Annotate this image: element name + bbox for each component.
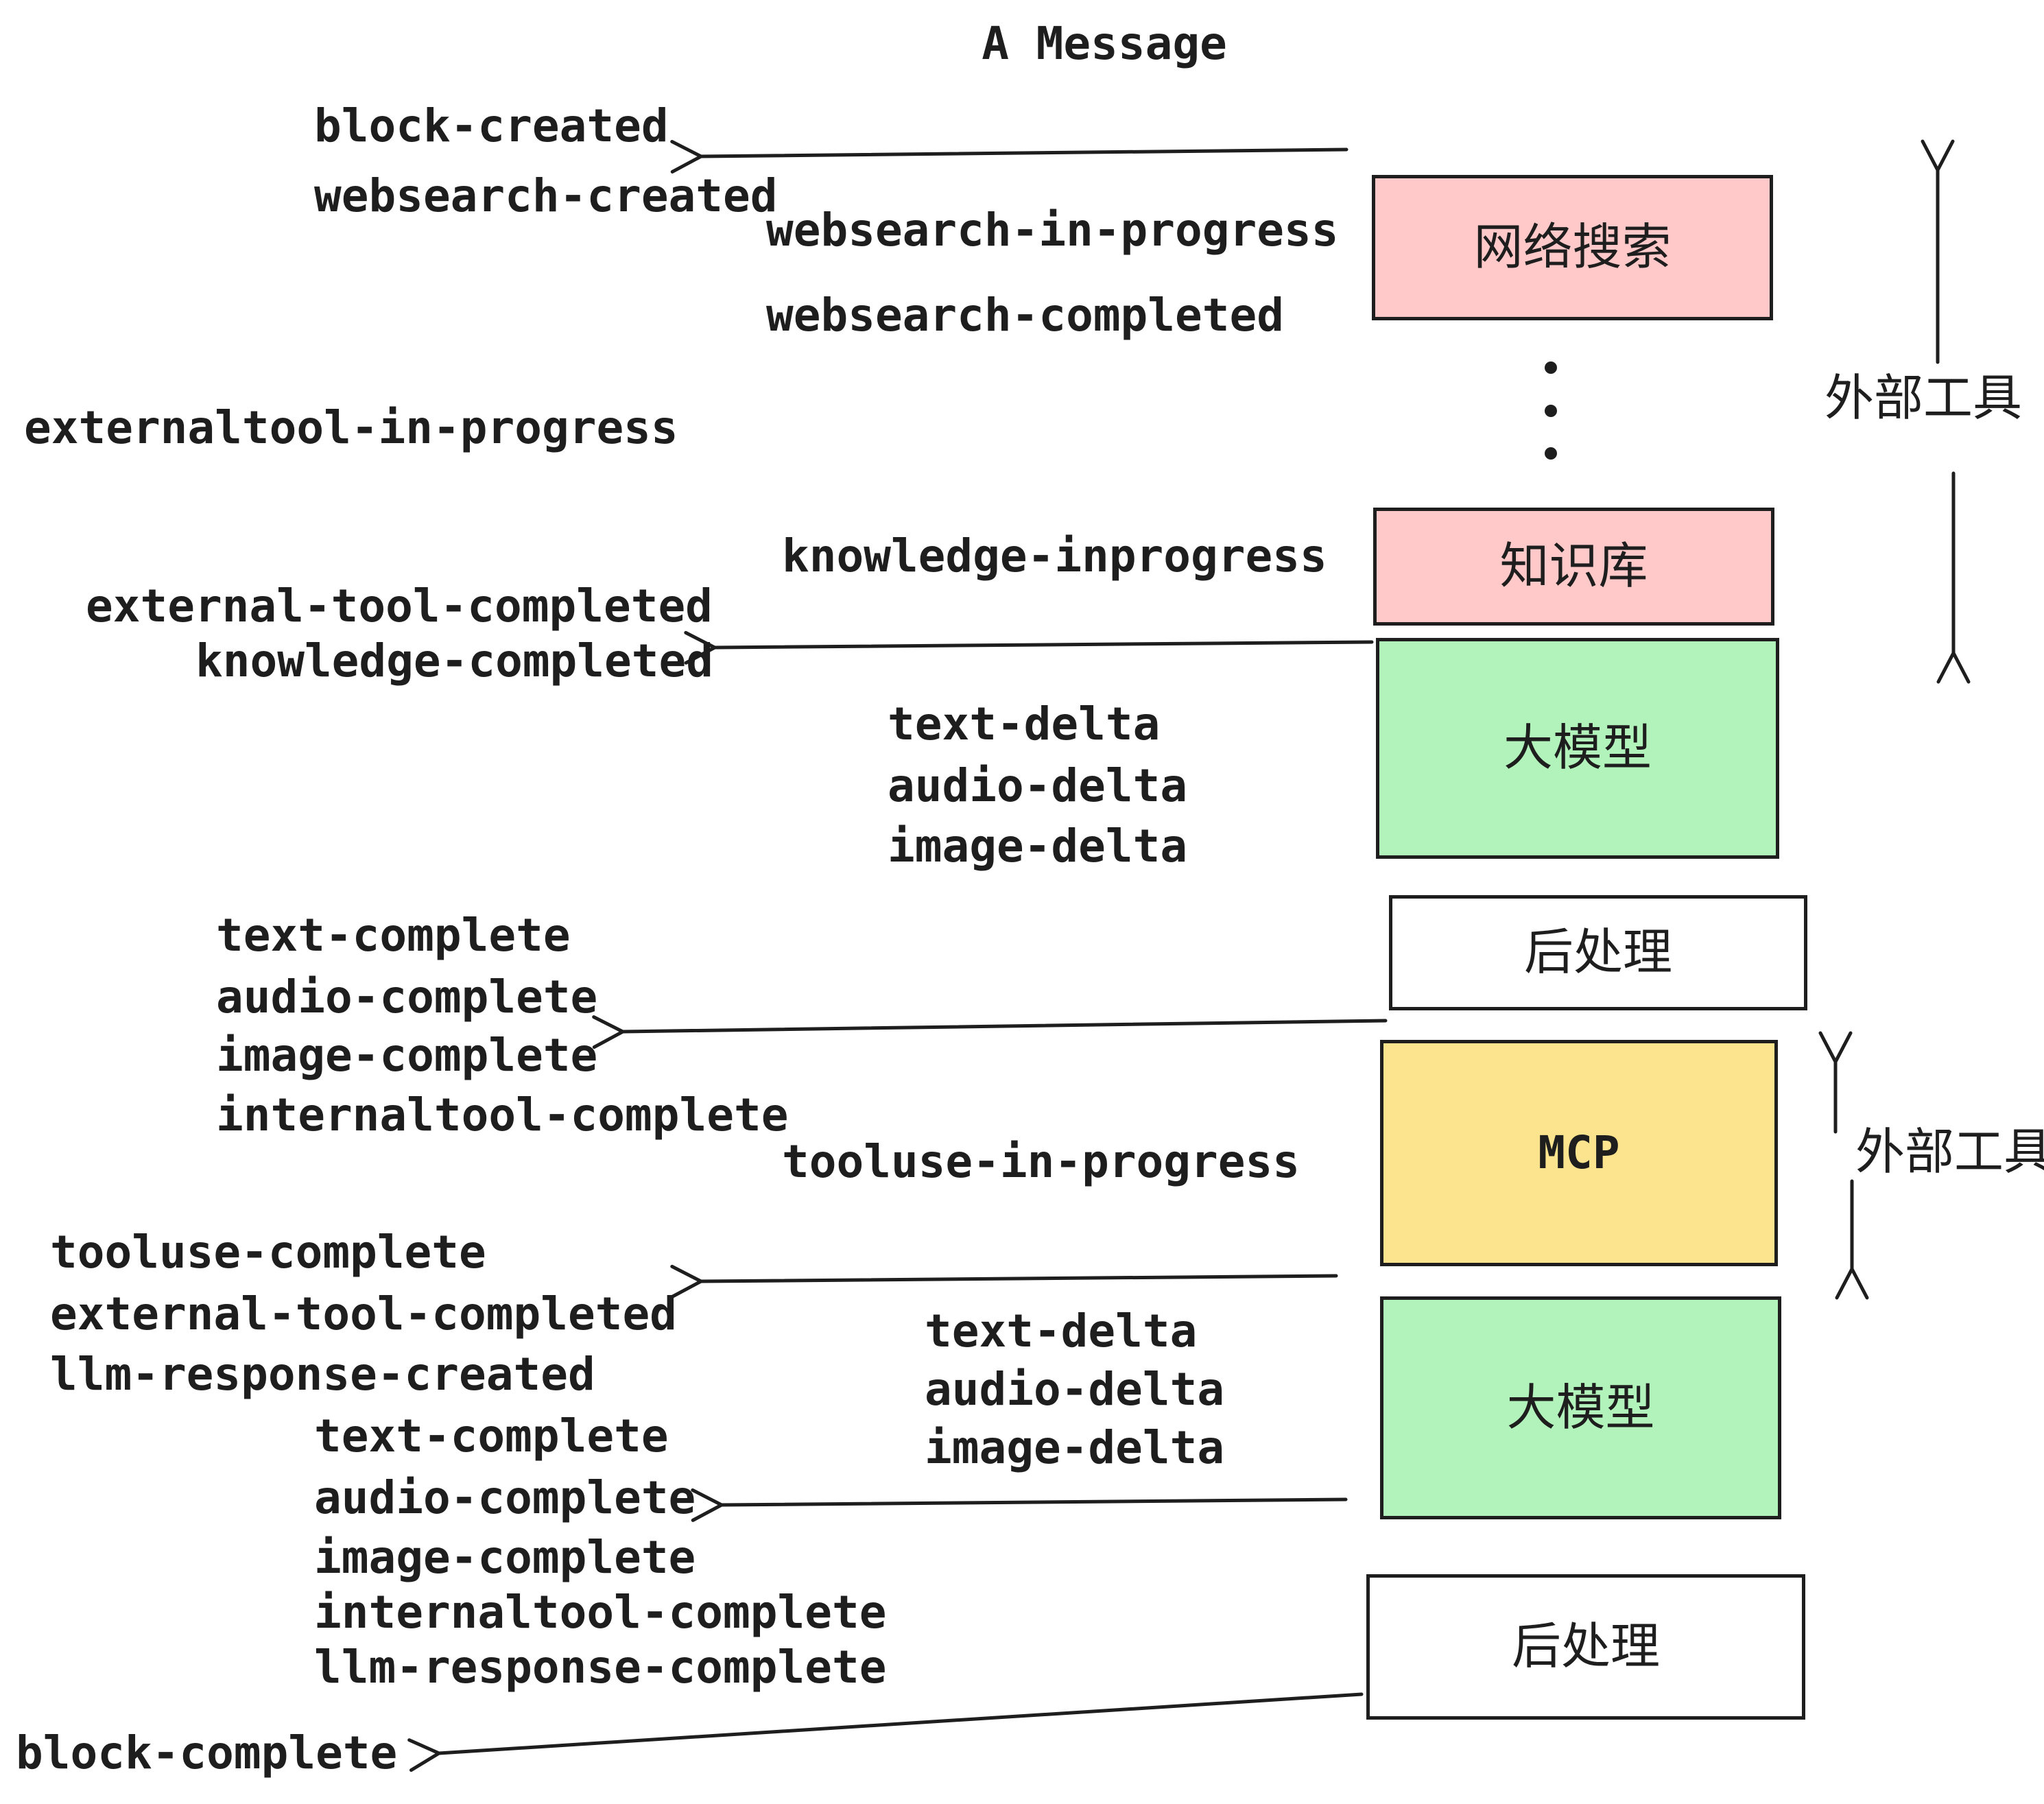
event-label-image-complete-2: image-complete xyxy=(314,1531,696,1584)
event-label-websearch-completed: websearch-completed xyxy=(766,289,1284,342)
event-label-websearch-created: websearch-created xyxy=(314,169,778,222)
box-label: 后处理 xyxy=(1523,925,1672,980)
event-label-text-delta-2: text-delta xyxy=(925,1305,1198,1357)
ellipsis-dot xyxy=(1545,405,1557,417)
event-label-audio-delta-2: audio-delta xyxy=(925,1363,1225,1416)
arrow-to-audio-complete xyxy=(691,1488,1348,1522)
box-knowledge: 知识库 xyxy=(1373,508,1774,626)
box-label: 后处理 xyxy=(1511,1619,1660,1674)
event-label-audio-complete-1: audio-complete xyxy=(216,971,598,1023)
side-label-external-tools-mid: 外部工具 xyxy=(1855,1125,2044,1180)
event-label-knowledge-inprogress: knowledge-inprogress xyxy=(782,530,1327,582)
event-label-internaltool-complete-1: internaltool-complete xyxy=(216,1089,789,1141)
arrow-to-knowledge-completed xyxy=(684,630,1374,665)
side-label-external-tools-top: 外部工具 xyxy=(1825,371,2023,426)
box-llm-1: 大模型 xyxy=(1376,638,1779,859)
event-label-image-delta-1: image-delta xyxy=(888,820,1188,873)
box-label: 大模型 xyxy=(1503,721,1652,776)
box-label: MCP xyxy=(1538,1126,1620,1179)
event-label-llm-response-created: llm-response-created xyxy=(50,1348,595,1401)
event-label-knowledge-completed: knowledge-completed xyxy=(195,634,713,687)
event-label-block-complete: block-complete xyxy=(16,1726,398,1779)
box-llm-2: 大模型 xyxy=(1380,1296,1781,1519)
event-label-image-complete-1: image-complete xyxy=(216,1029,598,1082)
event-label-audio-complete-2: audio-complete xyxy=(314,1471,696,1524)
event-label-tooluse-complete: tooluse-complete xyxy=(50,1226,486,1279)
box-label: 知识库 xyxy=(1499,539,1648,594)
box-post-2: 后处理 xyxy=(1366,1574,1805,1720)
box-mcp: MCP xyxy=(1380,1040,1778,1266)
event-label-external-tool-completed-1: external-tool-completed xyxy=(86,580,713,632)
ellipsis-dot xyxy=(1545,447,1557,460)
event-label-external-tool-completed-2: external-tool-completed xyxy=(50,1287,677,1340)
event-label-internaltool-complete-2: internaltool-complete xyxy=(314,1586,887,1639)
event-label-text-complete-2: text-complete xyxy=(314,1410,669,1462)
arrow-to-image-complete xyxy=(592,1015,1388,1049)
event-label-text-complete-1: text-complete xyxy=(216,909,571,962)
event-label-text-delta-1: text-delta xyxy=(888,698,1161,750)
event-label-externaltool-in-progress: externaltool-in-progress xyxy=(24,401,678,454)
event-label-audio-delta-1: audio-delta xyxy=(888,759,1188,812)
event-label-block-created: block-created xyxy=(314,99,669,152)
box-post-1: 后处理 xyxy=(1389,895,1807,1010)
arrow-to-block-complete xyxy=(407,1692,1364,1772)
event-label-llm-response-complete: llm-response-complete xyxy=(314,1641,887,1694)
box-label: 网络搜索 xyxy=(1473,220,1672,275)
event-label-image-delta-2: image-delta xyxy=(925,1421,1225,1474)
box-websearch: 网络搜索 xyxy=(1372,175,1773,320)
arrow-to-tooluse-complete xyxy=(670,1264,1338,1298)
box-label: 大模型 xyxy=(1506,1380,1655,1436)
ellipsis-dot xyxy=(1545,361,1557,374)
event-label-websearch-in-progress: websearch-in-progress xyxy=(766,204,1339,257)
diagram-title: A Message xyxy=(982,17,1227,70)
event-label-tooluse-in-progress: tooluse-in-progress xyxy=(782,1135,1300,1188)
arrow-to-block-created xyxy=(670,139,1348,174)
